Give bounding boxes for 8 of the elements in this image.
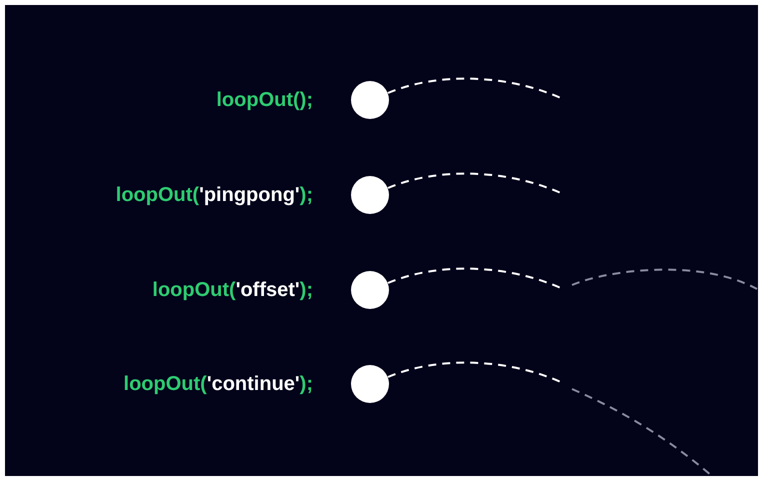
code-expression: loopOut('continue'); <box>124 372 313 396</box>
code-expression: loopOut('pingpong'); <box>116 183 313 207</box>
timeline-keyframe-circle <box>351 365 389 403</box>
timeline-keyframe-circle <box>351 176 389 214</box>
code-expression: loopOut(); <box>216 88 313 112</box>
timeline-keyframe-circle <box>351 271 389 309</box>
code-expression: loopOut('offset'); <box>152 278 313 302</box>
timeline-keyframe-circle <box>351 81 389 119</box>
